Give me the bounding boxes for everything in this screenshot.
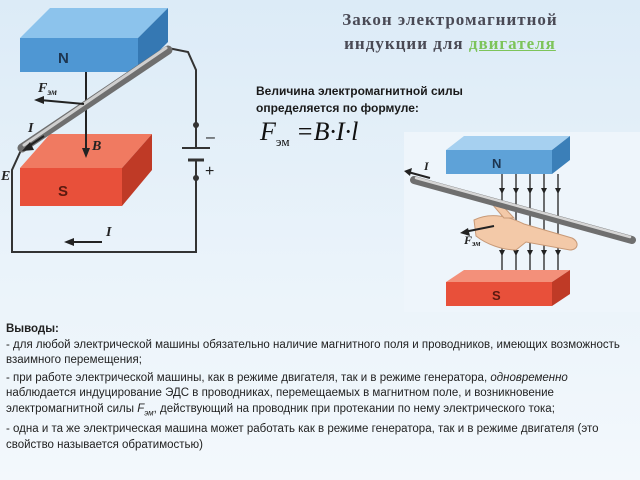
force-label-sub: эм — [46, 87, 57, 97]
formula-f: F — [260, 117, 276, 146]
minus-sign: – — [206, 129, 215, 146]
current-arrow-head — [404, 168, 412, 176]
left-diagram: – + N S B Fэм I E I — [0, 8, 215, 253]
title-accent-link[interactable]: двигателя — [468, 34, 556, 53]
current-label-top: I — [27, 121, 34, 136]
force-label-f: F — [463, 233, 472, 247]
north-pole-front — [446, 150, 552, 174]
south-pole-top — [446, 270, 570, 282]
circuit-wire-bottom — [11, 147, 197, 253]
north-pole-top — [20, 8, 168, 38]
field-label: B — [91, 139, 101, 154]
field-arrow-head — [82, 148, 90, 158]
current-label-bottom: I — [105, 225, 112, 240]
north-pole-label: N — [492, 156, 501, 171]
formula-sub: эм — [275, 134, 290, 150]
conclusion-item-2-part-3: , действующий на проводник при протекани… — [153, 402, 555, 415]
conclusion-item-2-symbol: Fэм — [137, 402, 154, 417]
conclusion-item-2-part-2: наблюдается индуцирование ЭДС в проводни… — [6, 387, 554, 415]
circuit-wire-right — [167, 47, 197, 120]
conclusion-item-2-f: F — [137, 402, 145, 415]
force-arrow-head — [34, 96, 44, 104]
plus-sign: + — [205, 163, 214, 180]
title-line-2-text: индукции для — [344, 34, 469, 53]
current-label: I — [423, 159, 430, 173]
terminal-top — [193, 122, 199, 128]
force-label-f: F — [37, 81, 48, 96]
title-line-1: Закон электромагнитной — [342, 10, 558, 29]
south-pole-side — [552, 270, 570, 306]
conclusion-item-1: - для любой электрической машины обязате… — [6, 338, 620, 367]
conductor-rod-highlight — [22, 46, 168, 147]
force-arrow-line — [463, 225, 495, 233]
force-label: Fэм — [463, 233, 481, 248]
conclusion-item-2-part-1: - при работе электрической машины, как в… — [6, 371, 491, 384]
south-pole-front — [446, 282, 552, 306]
north-pole-side — [138, 8, 168, 72]
south-pole-front — [20, 168, 122, 206]
conclusion-item-3: - одна и та же электрическая машина може… — [6, 423, 599, 451]
current-arrow-line — [407, 171, 431, 179]
title-line-2: индукции для двигателя — [280, 32, 620, 56]
current-arrow-top-head — [22, 142, 34, 151]
current-arrow-bottom-head — [64, 238, 74, 246]
force-label: Fэм — [37, 81, 57, 97]
force-arrow-head — [460, 228, 470, 236]
formula: Fэм =B·I·l — [260, 117, 358, 150]
terminal-bottom — [193, 175, 199, 181]
right-diagram: N I — [404, 132, 640, 312]
north-pole-front — [20, 38, 138, 72]
south-pole-side — [122, 134, 152, 206]
force-arrow-line — [39, 99, 85, 105]
north-pole-top — [446, 136, 570, 150]
conductor-rod — [17, 45, 173, 153]
conductor-rod — [410, 176, 636, 244]
north-pole-label: N — [58, 50, 69, 67]
north-pole-side — [552, 136, 570, 174]
conclusion-item-2-sub: эм — [144, 407, 154, 417]
south-pole-label: S — [58, 183, 68, 200]
slide-title: Закон электромагнитной индукции для двиг… — [280, 8, 620, 56]
field-arrowheads — [499, 188, 561, 256]
force-label-sub: эм — [471, 239, 481, 248]
formula-rhs: =B·I·l — [289, 117, 359, 146]
formula-lead-text: Величина электромагнитной силы определяе… — [256, 84, 463, 115]
conclusions-heading: Выводы: — [6, 323, 59, 335]
conclusion-item-2: - при работе электрической машины, как в… — [6, 371, 634, 421]
emf-label: E — [0, 169, 10, 184]
conductor-rod-highlight — [414, 176, 632, 239]
conclusions-block: Выводы: - для любой электрической машины… — [6, 322, 634, 455]
conclusion-item-2-emphasis: одновременно — [490, 371, 568, 384]
south-pole-label: S — [492, 288, 501, 303]
